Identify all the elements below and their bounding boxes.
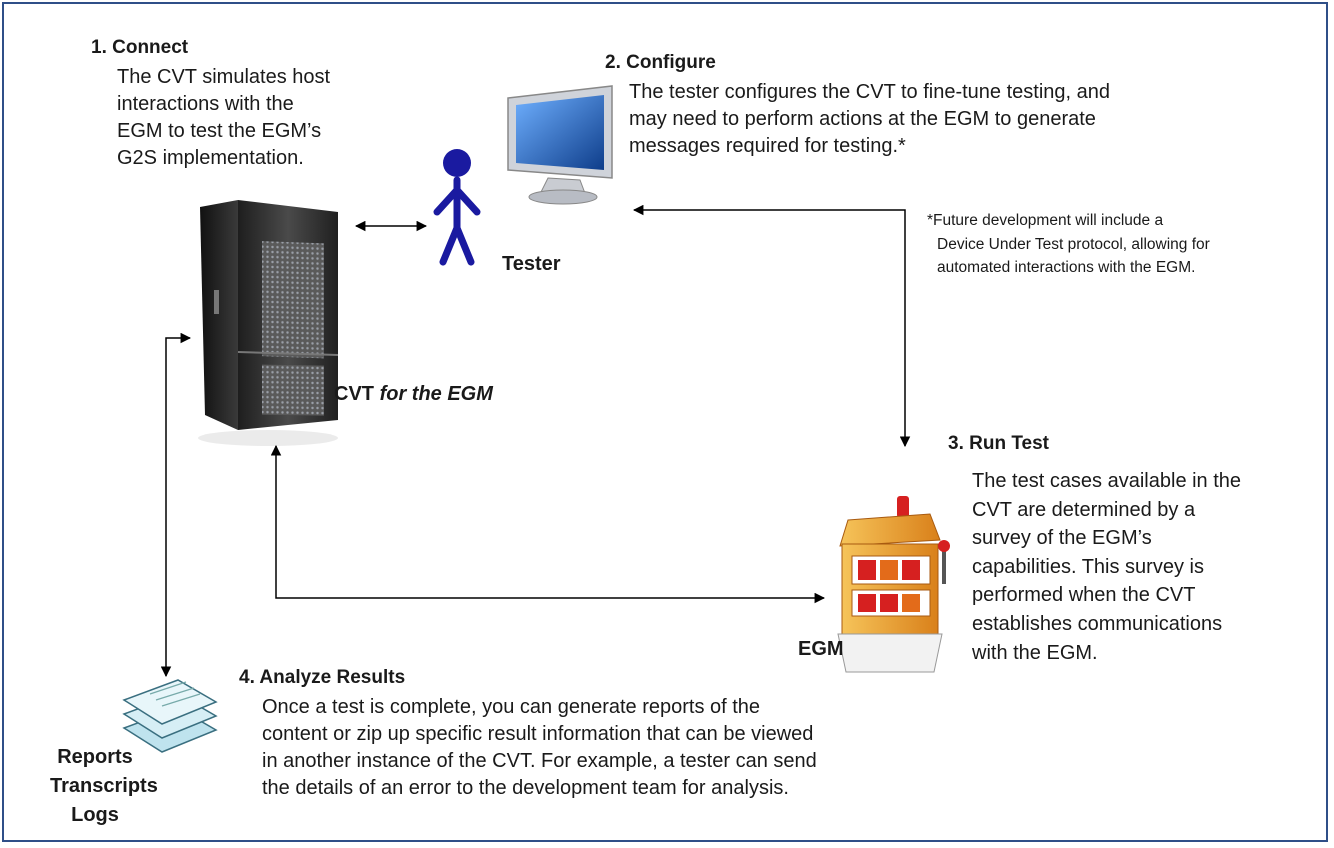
text-line: Once a test is complete, you can generat… xyxy=(262,696,761,718)
step-configure-description: The tester configures the CVT to fine-tu… xyxy=(629,79,1110,160)
footnote: *Future development will include a Devic… xyxy=(927,209,1210,280)
configure-egm-arrow xyxy=(632,204,911,448)
outputs-label: Reports Transcripts Logs xyxy=(50,743,158,830)
text-line: G2S implementation. xyxy=(117,147,304,169)
step-analyze-title: 4. Analyze Results xyxy=(239,667,406,688)
text-line: automated interactions with the EGM. xyxy=(937,259,1196,276)
logs-label: Logs xyxy=(71,804,119,826)
cvt-label: CVT for the EGM xyxy=(334,383,493,406)
text-line: the details of an error to the developme… xyxy=(262,777,789,799)
text-line: capabilities. This survey is xyxy=(972,555,1204,578)
text-line: messages required for testing.* xyxy=(629,135,906,157)
documents-stack-icon xyxy=(122,679,218,753)
step-run-test-title: 3. Run Test xyxy=(948,433,1049,454)
step-connect-title: 1. Connect xyxy=(91,37,189,58)
connectors xyxy=(160,204,911,678)
text-line: establishes communications xyxy=(972,612,1223,635)
text-line: Device Under Test protocol, allowing for xyxy=(937,235,1210,253)
text-line: survey of the EGM’s xyxy=(972,527,1152,550)
text-line: in another instance of the CVT. For exam… xyxy=(262,750,817,772)
text-line: with the EGM. xyxy=(972,641,1098,664)
text-line: content or zip up specific result inform… xyxy=(262,723,814,745)
server-icon xyxy=(198,200,339,446)
cvt-label-italic: for the EGM xyxy=(379,383,493,405)
text-line: performed when the CVT xyxy=(972,584,1196,607)
text-line: The test cases available in the xyxy=(972,470,1242,492)
tester-figure-icon xyxy=(433,149,481,266)
server-egm-arrow xyxy=(270,444,826,604)
server-reports-arrow xyxy=(160,332,192,678)
tester-label: Tester xyxy=(502,253,561,275)
text-line: *Future development will include a xyxy=(927,212,1164,229)
text-line: may need to perform actions at the EGM t… xyxy=(629,108,1096,130)
step-run-test-description: The test cases available in the CVT are … xyxy=(972,467,1241,667)
slot-machine-icon xyxy=(837,496,950,673)
step-analyze-description: Once a test is complete, you can generat… xyxy=(262,694,817,802)
monitor-icon xyxy=(507,85,613,205)
step-configure-title: 2. Configure xyxy=(605,52,716,73)
text-line: interactions with the xyxy=(117,93,294,115)
egm-label: EGM xyxy=(798,638,844,660)
step-connect-description: The CVT simulates host interactions with… xyxy=(117,64,330,172)
text-line: The CVT simulates host xyxy=(117,66,331,88)
cvt-label-text: CVT xyxy=(334,383,374,405)
transcripts-label: Transcripts xyxy=(50,775,158,797)
reports-label: Reports xyxy=(57,746,133,768)
text-line: The tester configures the CVT to fine-tu… xyxy=(629,81,1111,103)
text-line: CVT are determined by a xyxy=(972,498,1196,521)
text-line: EGM to test the EGM’s xyxy=(117,120,322,142)
